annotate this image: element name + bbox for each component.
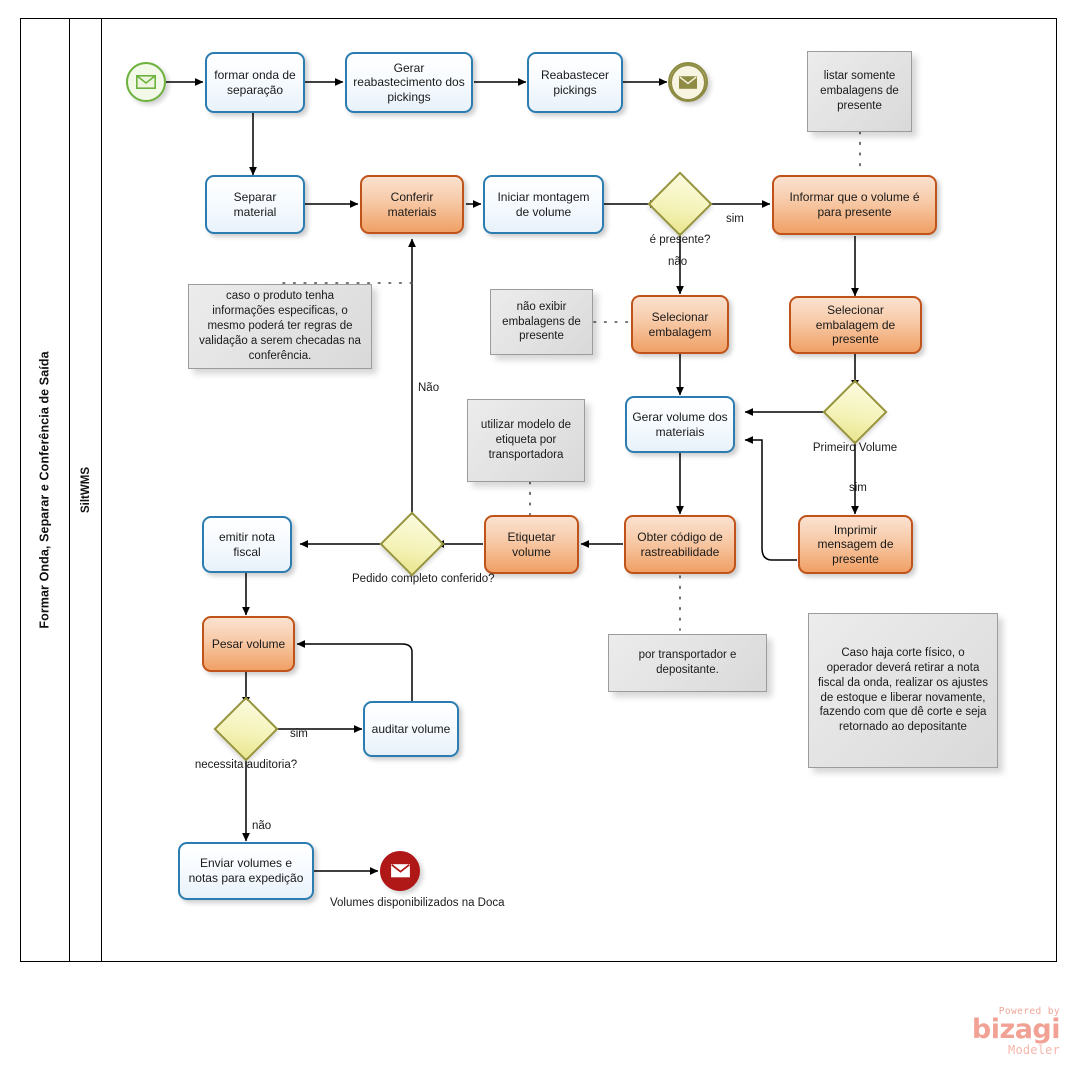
- annotation-text: não exibir embalagens de presente: [502, 300, 581, 343]
- task-label: formar onda de separação: [214, 67, 296, 97]
- annotation-nao-exibir-embalagens: não exibir embalagens de presente: [490, 289, 593, 355]
- gateway-necessita-auditoria[interactable]: [213, 696, 279, 762]
- lane-title: SiltWMS: [70, 18, 102, 962]
- annotation-text: caso o produto tenha informações especif…: [199, 290, 361, 362]
- task-label: Iniciar montagem de volume: [497, 189, 590, 219]
- task-label: auditar volume: [371, 721, 451, 736]
- annotation-text: utilizar modelo de etiqueta por transpor…: [480, 419, 572, 461]
- task-imprimir-mensagem-presente[interactable]: Imprimir mensagem de presente: [798, 515, 913, 574]
- envelope-icon: [390, 864, 410, 878]
- task-emitir-nota-fiscal[interactable]: emitir nota fiscal: [202, 516, 292, 573]
- task-iniciar-montagem-de-volume[interactable]: Iniciar montagem de volume: [483, 175, 604, 234]
- annotation-text: por transportador e depositante.: [638, 649, 737, 676]
- bizagi-wordmark: bizagi: [971, 1014, 1061, 1045]
- flow-label-sim-presente: sim: [726, 213, 744, 225]
- gateway-label-pedido-completo: Pedido completo conferido?: [352, 573, 495, 585]
- pool-title: Formar Onda, Separar e Conferência de Sa…: [20, 18, 70, 962]
- task-selecionar-embalagem[interactable]: Selecionar embalagem: [631, 295, 729, 354]
- task-enviar-volumes-expedicao[interactable]: Enviar volumes e notas para expedição: [178, 842, 314, 900]
- flow-label-sim-primeiro-volume: sim: [849, 482, 867, 494]
- end-message-event[interactable]: [380, 851, 420, 891]
- task-label: Reabastecer pickings: [540, 67, 610, 97]
- annotation-regras-validacao: caso o produto tenha informações especif…: [188, 284, 372, 369]
- lane-title-label: SiltWMS: [79, 467, 92, 513]
- task-label: Gerar volume dos materiais: [632, 409, 728, 439]
- gateway-pedido-completo[interactable]: [379, 511, 445, 577]
- pool-frame: [20, 18, 1057, 962]
- task-etiquetar-volume[interactable]: Etiquetar volume: [484, 515, 579, 574]
- task-label: Enviar volumes e notas para expedição: [188, 856, 304, 885]
- task-gerar-reabastecimento[interactable]: Gerar reabastecimento dos pickings: [345, 52, 473, 113]
- annotation-text: listar somente embalagens de presente: [820, 70, 899, 112]
- task-label: Imprimir mensagem de presente: [817, 522, 894, 566]
- task-gerar-volume-dos-materiais[interactable]: Gerar volume dos materiais: [625, 396, 735, 453]
- task-reabastecer-pickings[interactable]: Reabastecer pickings: [527, 52, 623, 113]
- task-auditar-volume[interactable]: auditar volume: [363, 701, 459, 757]
- envelope-icon: [136, 75, 156, 89]
- task-formar-onda-de-separacao[interactable]: formar onda de separação: [205, 52, 305, 113]
- modeler-label: Modeler: [1008, 1042, 1060, 1057]
- end-event-label: Volumes disponibilizados na Doca: [330, 897, 505, 909]
- flow-label-nao-auditoria: não: [252, 820, 272, 832]
- gateway-e-presente[interactable]: [647, 171, 713, 237]
- task-conferir-materiais[interactable]: Conferir materiais: [360, 175, 464, 234]
- task-label: Gerar reabastecimento dos pickings: [353, 60, 465, 104]
- task-label: Selecionar embalagem: [648, 309, 712, 339]
- task-label: Informar que o volume é para presente: [789, 190, 920, 219]
- annotation-modelo-etiqueta: utilizar modelo de etiqueta por transpor…: [467, 399, 585, 482]
- task-separar-material[interactable]: Separar material: [205, 175, 305, 234]
- task-label: Pesar volume: [211, 636, 286, 651]
- task-label: emitir nota fiscal: [218, 529, 276, 559]
- flow-label-nao-presente: não: [668, 256, 688, 268]
- annotation-corte-fisico: Caso haja corte físico, o operador dever…: [808, 613, 998, 768]
- start-message-event[interactable]: [126, 62, 166, 102]
- task-label: Obter código de rastreabilidade: [637, 529, 723, 559]
- task-label: Conferir materiais: [387, 189, 437, 219]
- task-label: Etiquetar volume: [507, 529, 556, 559]
- annotation-listar-embalagens-presente: listar somente embalagens de presente: [807, 51, 912, 132]
- task-label: Selecionar embalagem de presente: [815, 303, 896, 347]
- annotation-text: Caso haja corte físico, o operador dever…: [817, 646, 989, 734]
- gateway-label-necessita-auditoria: necessita auditoria?: [194, 759, 298, 771]
- task-label: Separar material: [233, 189, 277, 219]
- powered-by-label: Powered by: [998, 1006, 1060, 1017]
- pool-title-label: Formar Onda, Separar e Conferência de Sa…: [37, 351, 52, 629]
- annotation-por-transportador: por transportador e depositante.: [608, 634, 767, 692]
- task-pesar-volume[interactable]: Pesar volume: [202, 616, 295, 672]
- flow-label-nao-pedido: Não: [418, 382, 440, 394]
- inner-ring: [670, 63, 706, 101]
- gateway-label-e-presente: é presente?: [649, 234, 711, 246]
- bizagi-logo: Powered by bizagi Modeler: [950, 1006, 1061, 1064]
- task-selecionar-embalagem-presente[interactable]: Selecionar embalagem de presente: [789, 296, 922, 354]
- envelope-icon: [679, 75, 697, 89]
- task-obter-codigo-rastreabilidade[interactable]: Obter código de rastreabilidade: [624, 515, 736, 574]
- task-informar-volume-presente[interactable]: Informar que o volume é para presente: [772, 175, 937, 235]
- gateway-label-primeiro-volume: Primeiro Volume: [812, 442, 898, 454]
- end-message-event-top[interactable]: [668, 62, 708, 102]
- gateway-primeiro-volume[interactable]: [822, 379, 888, 445]
- flow-label-sim-auditoria: sim: [290, 728, 308, 740]
